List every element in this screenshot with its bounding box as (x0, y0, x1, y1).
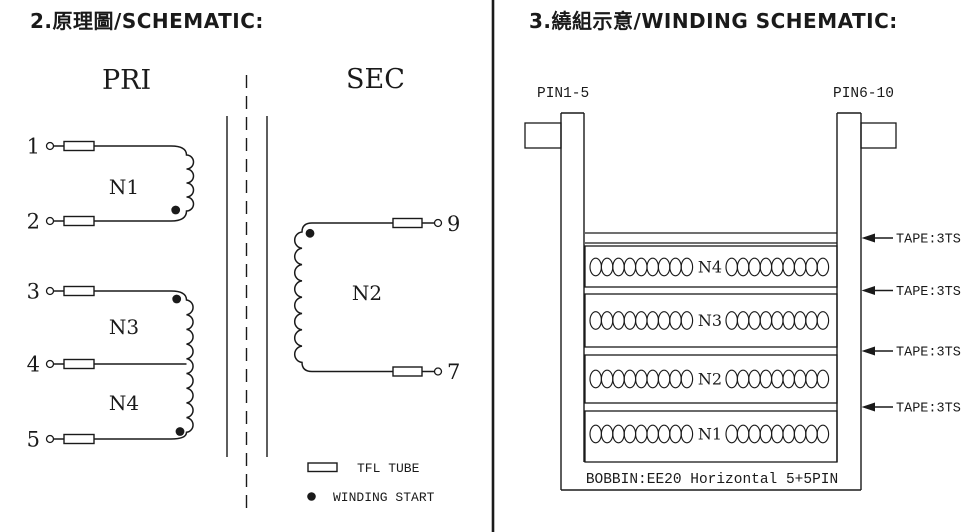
winding-n2-label: N2 (352, 281, 382, 305)
pin-4-label: 4 (27, 353, 40, 377)
winding-start-dot-n4 (175, 427, 185, 436)
winding-start-dot-n3 (172, 294, 182, 304)
tape-label-4: TAPE:3TS (896, 402, 961, 417)
bobbin-pin-tab-right (860, 122, 897, 149)
legend-tube-label: TFL TUBE (357, 461, 420, 476)
pri-winding-n1 (53, 145, 195, 222)
pin-group-left-label: PIN1-5 (537, 86, 589, 102)
layer-n2-label: N2 (698, 370, 722, 389)
bobbin-spec-label: BOBBIN:EE20 Horizontal 5+5PIN (586, 472, 838, 488)
winding-n4-label: N4 (109, 391, 139, 415)
layer-box-n4 (584, 245, 838, 288)
pin-3-label: 3 (27, 280, 40, 304)
legend-start-label: WINDING START (333, 490, 435, 505)
tape-callouts: TAPE:3TS TAPE:3TS TAPE:3TS TAPE:3TS (860, 233, 961, 417)
layer-box-n2 (584, 354, 838, 404)
tape-label-3: TAPE:3TS (896, 346, 961, 361)
pin-5-label: 5 (27, 428, 40, 452)
tfl-tubes (63, 140, 423, 445)
layer-n1-label: N1 (698, 425, 722, 444)
layer-n4-label: N4 (698, 258, 722, 277)
pin-1-label: 1 (27, 135, 40, 159)
sec-label: SEC (346, 64, 405, 95)
pin-7-label: 7 (447, 360, 460, 384)
tfl-tube-symbol (307, 462, 338, 473)
legend: TFL TUBE WINDING START (307, 461, 435, 505)
pin-9-label: 9 (447, 212, 460, 236)
sec-winding-n2 (294, 222, 435, 373)
pin-2-label: 2 (27, 210, 40, 234)
winding-n1-label: N1 (109, 175, 139, 199)
schematic-section-title: 2.原理圖/SCHEMATIC: (30, 9, 264, 33)
bobbin-pin-tab-left (524, 122, 562, 149)
winding-start-dot-n1 (171, 205, 181, 215)
transformer-core (226, 75, 268, 516)
winding-section-title: 3.繞組示意/WINDING SCHEMATIC: (529, 9, 898, 33)
layer-box-n1 (584, 410, 838, 463)
tape-label-1: TAPE:3TS (896, 233, 961, 248)
pin-group-right-label: PIN6-10 (833, 86, 894, 102)
winding-start-symbol (307, 492, 316, 501)
pri-label: PRI (102, 65, 151, 96)
winding-n3-label: N3 (109, 315, 139, 339)
tape-label-2: TAPE:3TS (896, 285, 961, 300)
pin-terminals (45, 141, 443, 444)
winding-layers: N4 N3 N2 N1 (584, 232, 838, 463)
winding-start-dot-n2 (305, 228, 315, 238)
layer-n3-label: N3 (698, 311, 722, 330)
layer-box-n3 (584, 293, 838, 348)
